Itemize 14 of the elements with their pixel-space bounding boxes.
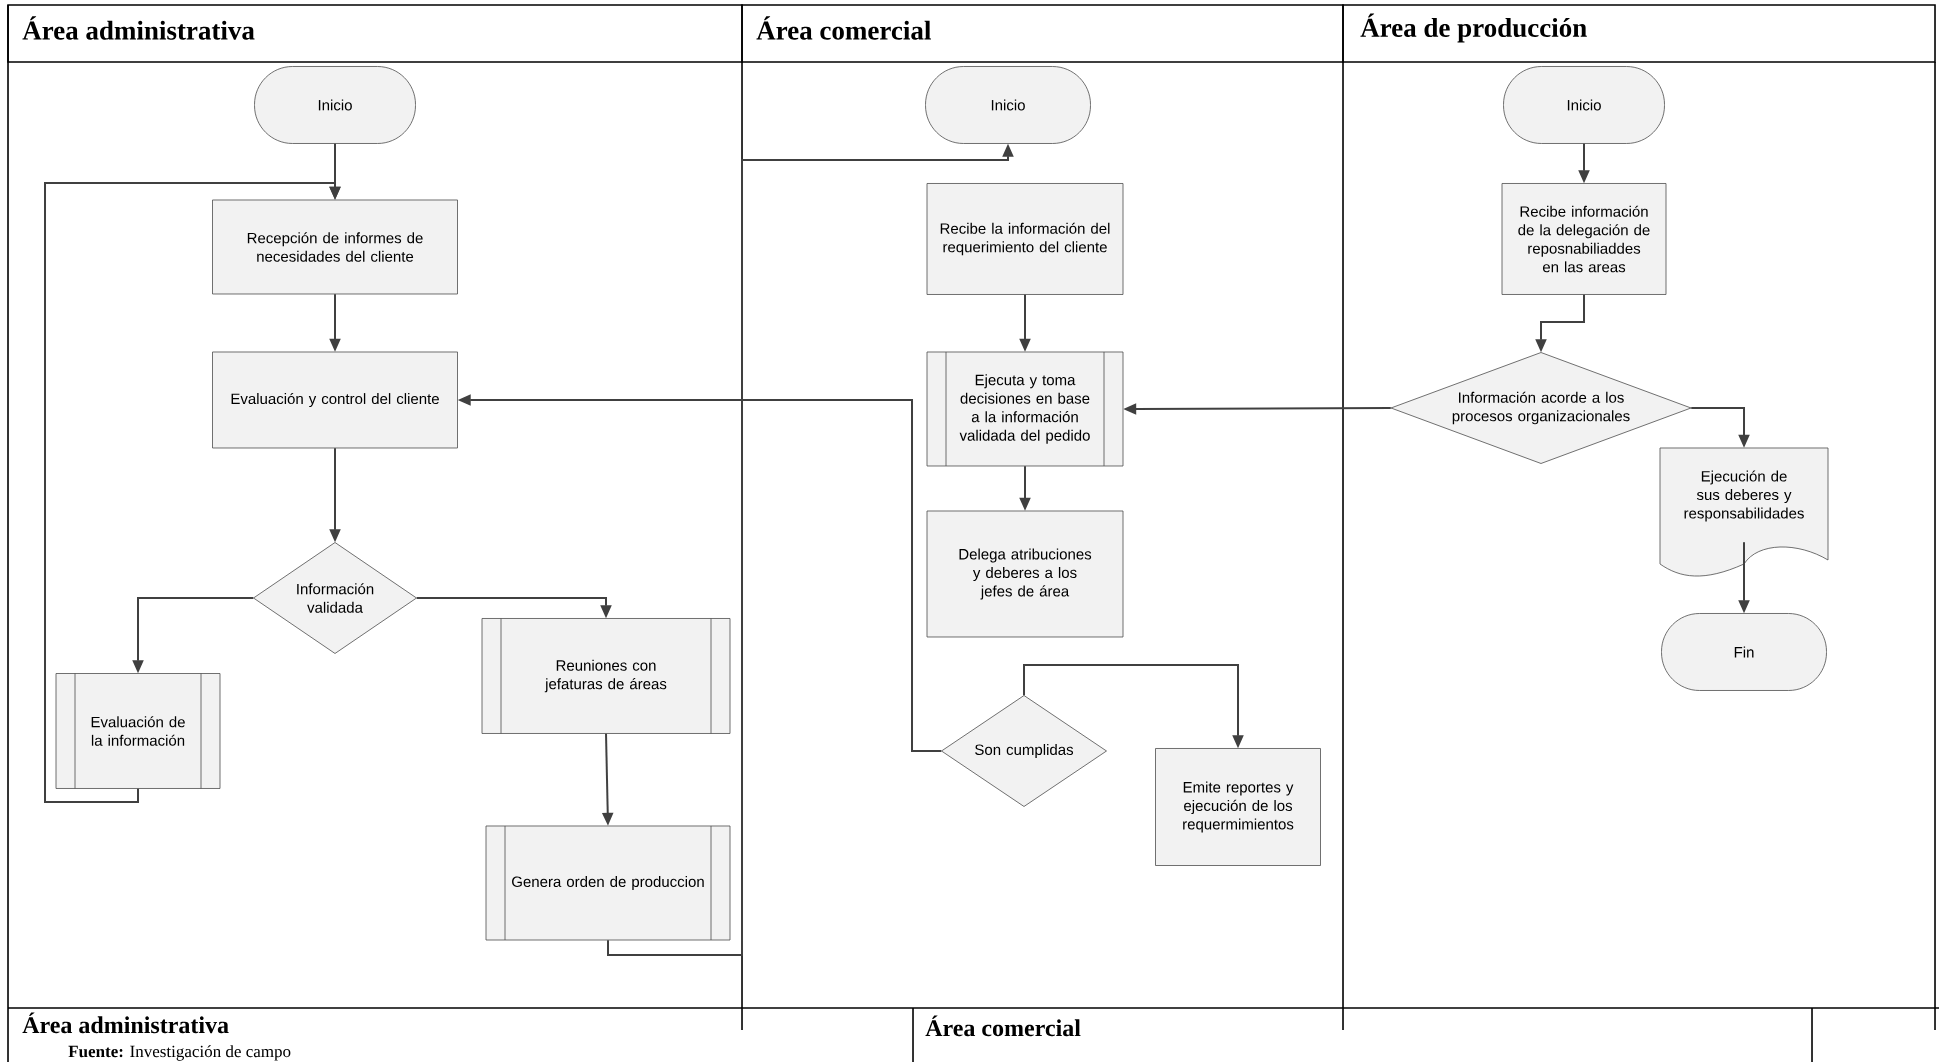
process-box: Recibe la información del requerimiento del cliente [926, 183, 1124, 295]
arrow [44, 182, 341, 803]
table-heading: Área administrativa [22, 1012, 229, 1034]
subprocess-box: Reuniones con jefaturas de áreas [481, 618, 731, 734]
process-box: Emite reportes y ejecución de los requermimientos [1155, 748, 1321, 866]
source-note: Fuente: Investigación de campo [68, 1045, 291, 1061]
subprocess-box: Genera orden de produccion [485, 825, 731, 941]
process-box: Recepción de informes de necesidades del cliente [212, 199, 458, 295]
process-box: Evaluación y control del cliente [212, 351, 458, 449]
subprocess-box: Ejecuta y toma decisiones en base a la información validada del pedido [926, 351, 1124, 467]
process-box: Recibe información de la delegación de reposnabiliaddes en las areas [1501, 183, 1667, 295]
table-heading: Área comercial [925, 1015, 1081, 1037]
process-box: Delega atribuciones y deberes a los jefes de área [926, 510, 1124, 638]
subprocess-box: Evaluación de la información [55, 673, 221, 789]
